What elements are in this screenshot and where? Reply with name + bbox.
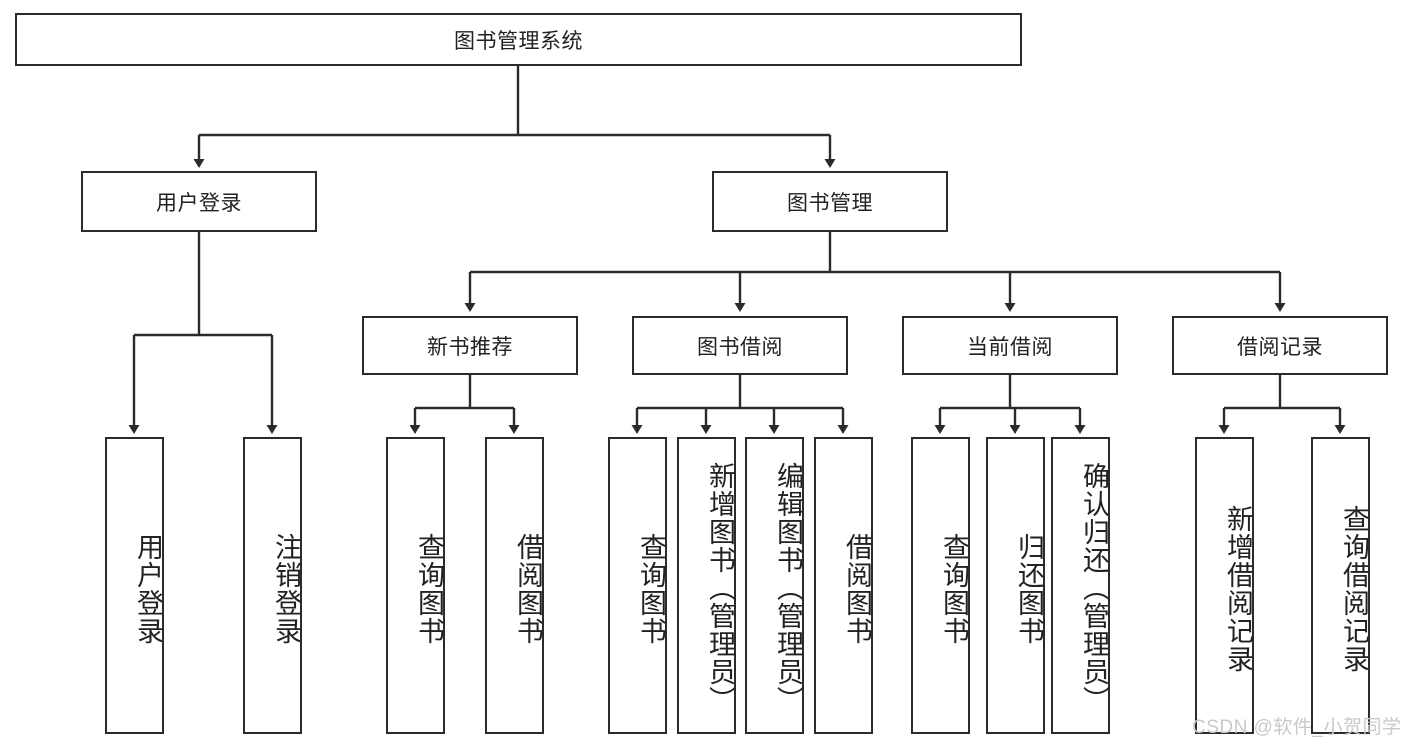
node-level2-0[interactable]: 用户登录 bbox=[81, 171, 317, 232]
node-level3-3[interactable]: 借阅记录 bbox=[1172, 316, 1388, 375]
node-leaf-2[interactable]: 查询图书 bbox=[386, 437, 445, 734]
node-leaf-7[interactable]: 借阅图书 bbox=[814, 437, 873, 734]
node-leaf-1[interactable]: 注销登录 bbox=[243, 437, 302, 734]
node-level3-0[interactable]: 新书推荐 bbox=[362, 316, 578, 375]
node-level3-1[interactable]: 图书借阅 bbox=[632, 316, 848, 375]
node-leaf-10[interactable]: 确认归还（管理员） bbox=[1051, 437, 1110, 734]
node-level3-2[interactable]: 当前借阅 bbox=[902, 316, 1118, 375]
node-leaf-11[interactable]: 新增借阅记录 bbox=[1195, 437, 1254, 734]
node-leaf-8[interactable]: 查询图书 bbox=[911, 437, 970, 734]
node-leaf-5[interactable]: 新增图书（管理员） bbox=[677, 437, 736, 734]
node-leaf-3[interactable]: 借阅图书 bbox=[485, 437, 544, 734]
node-leaf-4[interactable]: 查询图书 bbox=[608, 437, 667, 734]
node-level2-1[interactable]: 图书管理 bbox=[712, 171, 948, 232]
node-root[interactable]: 图书管理系统 bbox=[15, 13, 1022, 66]
node-leaf-9[interactable]: 归还图书 bbox=[986, 437, 1045, 734]
node-leaf-6[interactable]: 编辑图书（管理员） bbox=[745, 437, 804, 734]
node-leaf-0[interactable]: 用户登录 bbox=[105, 437, 164, 734]
node-leaf-12[interactable]: 查询借阅记录 bbox=[1311, 437, 1370, 734]
